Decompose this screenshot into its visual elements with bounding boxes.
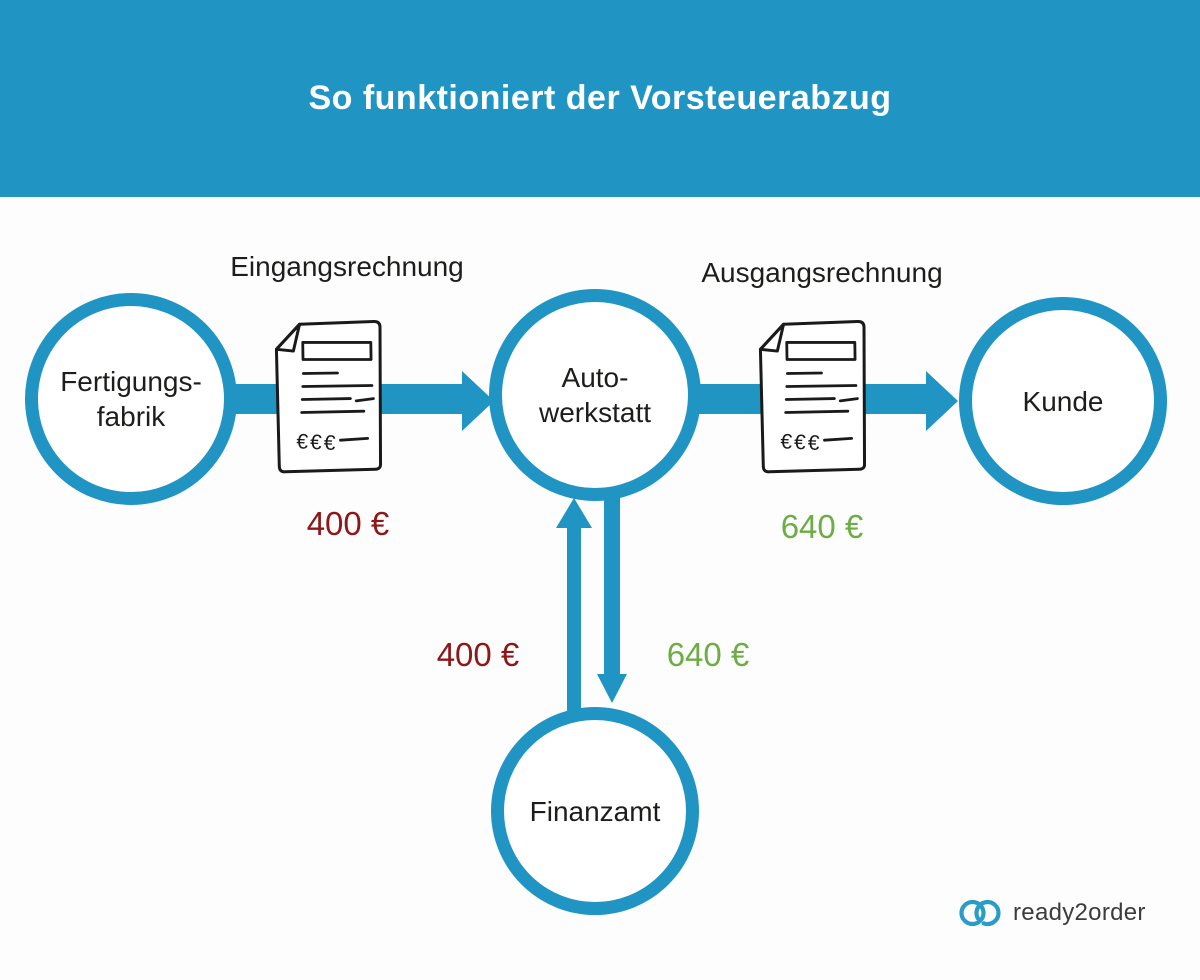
incoming-invoice-label: Eingangsrechnung (230, 251, 464, 282)
node-workshop-label: Auto- werkstatt (538, 362, 652, 428)
vat-paid-amount: 400 € (436, 636, 520, 673)
node-factory-label: Fertigungs- fabrik (60, 366, 202, 432)
outgoing-invoice-label: Ausgangsrechnung (701, 257, 943, 288)
ready2order-logo-icon (959, 899, 1001, 927)
node-tax-office-label: Finanzamt (529, 795, 661, 827)
incoming-invoice-amount: 400 € (306, 505, 390, 542)
node-customer: Kunde (959, 297, 1167, 505)
vat-received-amount: 640 € (666, 636, 750, 673)
outgoing-invoice-amount: 640 € (780, 508, 864, 545)
arrow-taxoffice-to-workshop-up-icon (556, 498, 592, 714)
page-title: So funktioniert der Vorsteuerabzug (308, 79, 892, 117)
invoice-euro-text: €€€ (296, 430, 338, 455)
node-factory: Fertigungs- fabrik (25, 293, 237, 505)
invoice-euro-text: €€€ (780, 430, 822, 455)
brand-logo: ready2order (958, 893, 1146, 933)
outgoing-invoice-document-icon: €€€ (758, 320, 867, 474)
header-banner: So funktioniert der Vorsteuerabzug (0, 0, 1200, 197)
incoming-invoice-document-icon: €€€ (274, 320, 383, 474)
node-customer-label: Kunde (1022, 385, 1104, 417)
arrow-workshop-to-taxoffice-down-icon (597, 486, 627, 703)
node-tax-office: Finanzamt (491, 707, 699, 915)
brand-logo-text: ready2order (1013, 899, 1146, 926)
node-workshop: Auto- werkstatt (489, 289, 701, 501)
